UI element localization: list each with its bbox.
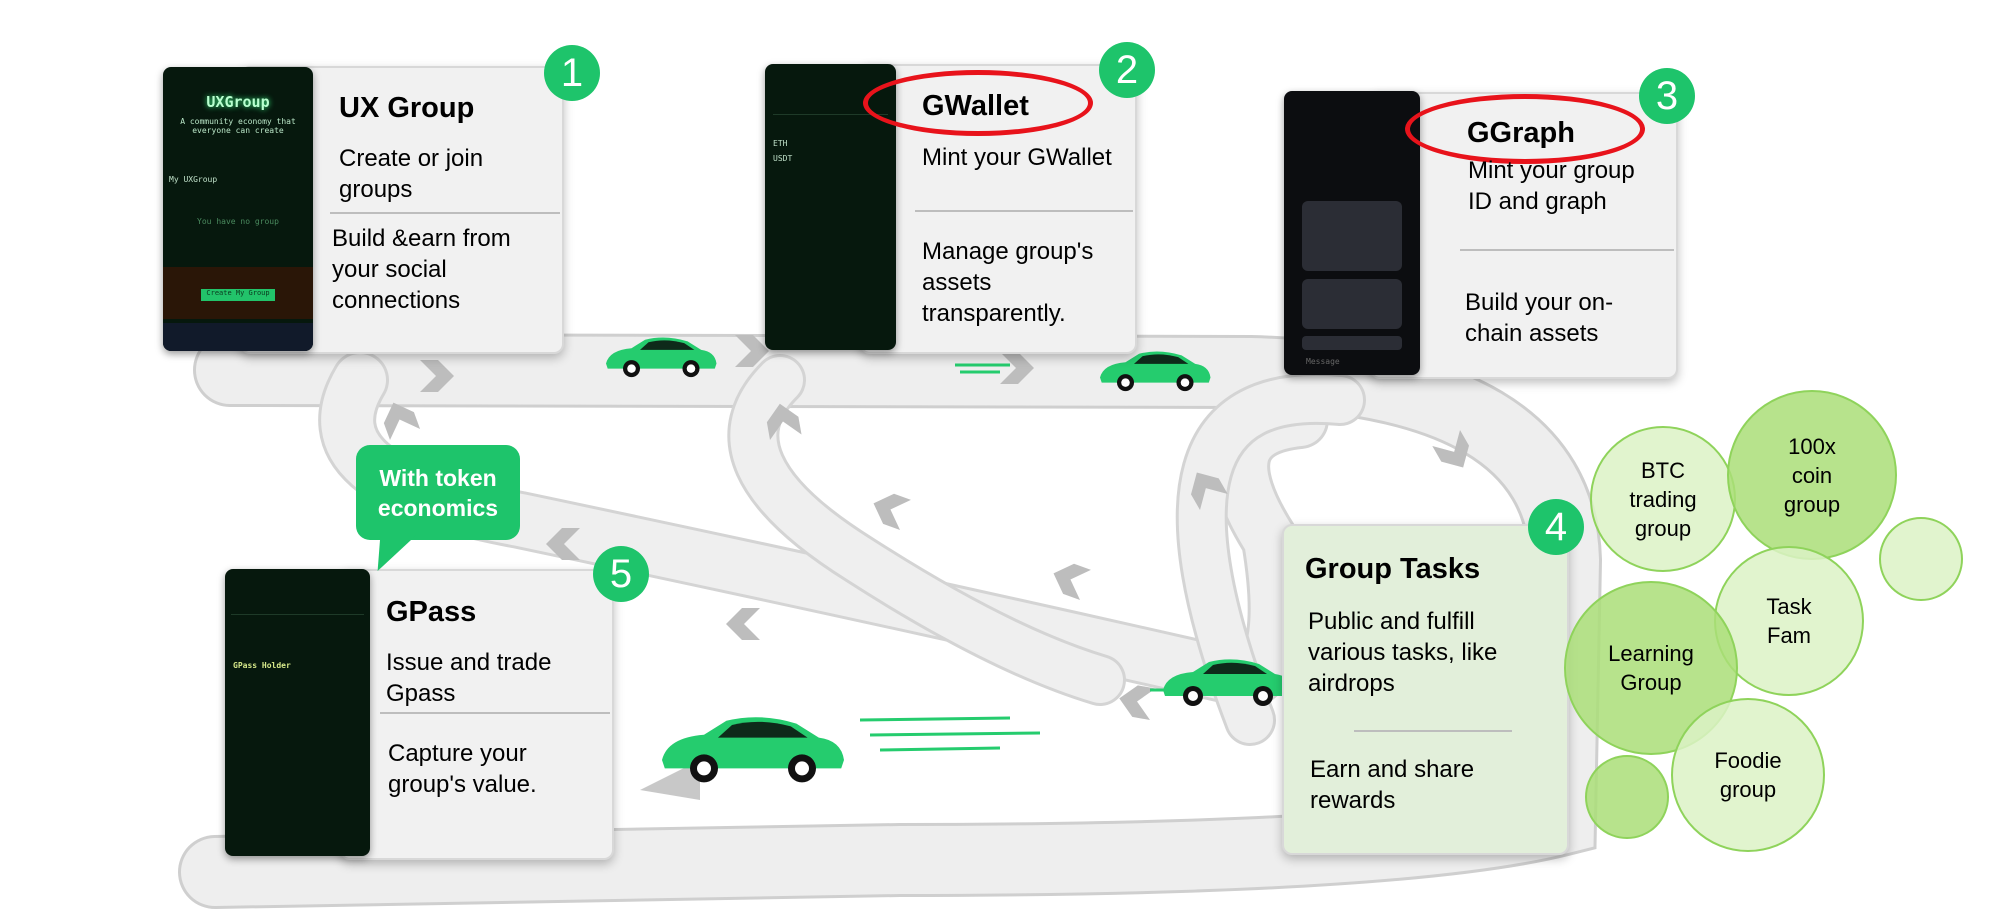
gpass-app-screenshot: GPass Holder xyxy=(225,569,370,856)
group-label: 100x coin group xyxy=(1783,433,1841,517)
step-card-group-tasks xyxy=(1282,524,1569,855)
group-bubble-empty xyxy=(1585,755,1669,839)
section-label: My UXGroup xyxy=(169,175,218,184)
step-description: Earn and share rewards xyxy=(1310,756,1475,814)
step-subtitle: Issue and trade Gpass xyxy=(386,649,552,707)
divider xyxy=(915,210,1133,212)
group-label: Foodie group xyxy=(1714,748,1782,802)
step-number-badge: 5 xyxy=(593,546,649,602)
section-label: GPass Holder xyxy=(233,661,291,670)
step-card-gpass xyxy=(340,569,614,860)
create-group-button: Create My Group xyxy=(201,289,275,301)
group-label: Task Fam xyxy=(1766,594,1812,648)
step-title: Group Tasks xyxy=(1305,553,1481,585)
step-number-badge: 1 xyxy=(544,45,600,101)
group-bubble-empty xyxy=(1879,517,1963,601)
token-economics-callout: With token economics xyxy=(356,445,520,540)
step-number-badge: 2 xyxy=(1099,42,1155,98)
group-bubble-100x-coin: 100x coin group xyxy=(1727,390,1897,560)
step-description: Build your on-chain assets xyxy=(1465,289,1614,347)
ggraph-chat-screenshot: Message xyxy=(1284,91,1420,375)
divider xyxy=(330,212,560,214)
message-input: Message xyxy=(1306,357,1340,366)
group-label: BTC trading group xyxy=(1629,457,1697,541)
ux-group-app-screenshot: UXGroup A community economy that everyon… xyxy=(163,67,313,351)
group-bubble-btc-trading: BTC trading group xyxy=(1590,426,1736,572)
step-title: UX Group xyxy=(339,92,475,124)
group-label: Learning Group xyxy=(1608,641,1694,695)
asset-row: USDT xyxy=(773,154,793,163)
app-title: UXGroup xyxy=(206,93,270,111)
step-subtitle: Public and fulfill various tasks, like a… xyxy=(1308,608,1498,697)
step-description: Build &earn from your social connections xyxy=(332,225,511,314)
step-subtitle: Create or join groups xyxy=(339,145,484,203)
tagline: A community economy that everyone can cr… xyxy=(180,117,296,135)
divider xyxy=(1354,730,1512,732)
step-description: Capture your group's value. xyxy=(388,740,537,798)
divider xyxy=(1460,249,1674,251)
highlight-ellipse xyxy=(863,70,1093,136)
asset-row: ETH xyxy=(773,139,788,148)
step-number-badge: 4 xyxy=(1528,499,1584,555)
divider xyxy=(380,712,610,714)
empty-state: You have no group xyxy=(197,217,279,226)
step-subtitle: Mint your group ID and graph xyxy=(1468,157,1635,215)
group-bubble-learning: Learning Group xyxy=(1564,581,1738,755)
step-number-badge: 3 xyxy=(1639,68,1695,124)
step-subtitle: Mint your GWallet xyxy=(922,144,1112,171)
step-description: Manage group's assets transparently. xyxy=(922,238,1094,327)
group-bubble-foodie: Foodie group xyxy=(1671,698,1825,852)
highlight-ellipse xyxy=(1405,94,1645,164)
step-title: GPass xyxy=(386,596,477,628)
